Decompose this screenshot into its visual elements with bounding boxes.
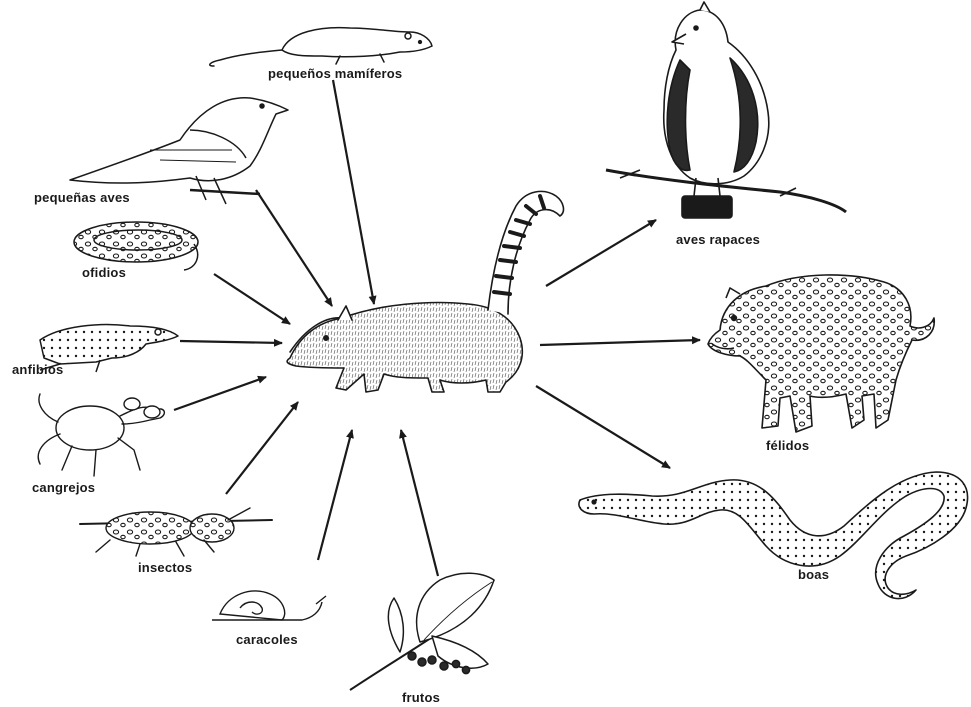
insect-drawing	[80, 508, 272, 556]
arrow-insectos	[226, 402, 298, 494]
fruit-branch-drawing	[350, 573, 494, 690]
label-insectos: insectos	[138, 560, 192, 575]
arrow-ofidios	[214, 274, 290, 324]
label-frutos: frutos	[402, 690, 440, 705]
arrows-predators	[536, 220, 700, 468]
crab-drawing	[38, 394, 164, 476]
label-pequenas-aves: pequeñas aves	[34, 190, 130, 205]
label-felidos: félidos	[766, 438, 809, 453]
small-mammal-drawing	[210, 28, 432, 66]
coati-drawing	[287, 191, 563, 392]
small-snake-drawing	[74, 222, 198, 270]
raptor-drawing	[606, 2, 846, 218]
arrow-aves-rapaces	[546, 220, 656, 286]
label-ofidios: ofidios	[82, 265, 126, 280]
label-aves-rapaces: aves rapaces	[676, 232, 760, 247]
arrow-pequenos-mamiferos	[333, 80, 374, 304]
arrow-pequenas-aves	[256, 190, 332, 306]
boa-drawing	[579, 472, 968, 599]
label-pequenos-mamiferos: pequeños mamíferos	[268, 66, 402, 81]
label-anfibios: anfibios	[12, 362, 63, 377]
arrow-felidos	[540, 340, 700, 345]
arrow-cangrejos	[174, 377, 266, 410]
arrow-caracoles	[318, 430, 352, 560]
label-cangrejos: cangrejos	[32, 480, 95, 495]
small-bird-drawing	[70, 98, 288, 204]
arrow-boas	[536, 386, 670, 468]
jaguar-drawing	[708, 275, 934, 432]
arrow-anfibios	[180, 341, 282, 343]
label-boas: boas	[798, 567, 829, 582]
label-caracoles: caracoles	[236, 632, 298, 647]
arrow-frutos	[401, 430, 438, 576]
snail-drawing	[212, 591, 326, 620]
